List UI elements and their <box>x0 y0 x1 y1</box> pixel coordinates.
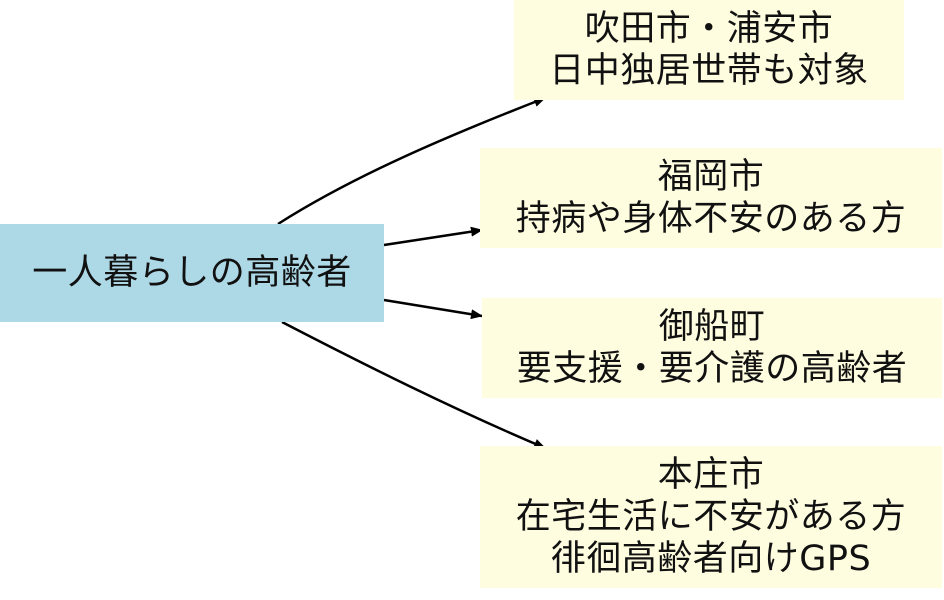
target-node-line: 御船町 <box>658 307 766 347</box>
target-node-line: 吹田市・浦安市 <box>584 9 834 49</box>
edge-to-honjo <box>281 320 546 450</box>
target-node-line: 在宅生活に不安がある方 <box>515 497 907 537</box>
target-node-honjo: 本庄市 在宅生活に不安がある方 徘徊高齢者向けGPS <box>480 446 942 588</box>
target-node-line: 日中独居世帯も対象 <box>549 51 869 91</box>
target-node-line: 持病や身体不安のある方 <box>515 199 907 239</box>
target-node-line: 本庄市 <box>657 455 765 495</box>
target-node-mifune: 御船町 要支援・要介護の高齢者 <box>482 298 942 398</box>
edge-to-suita-urayasu <box>277 96 546 226</box>
edge-to-mifune <box>383 298 483 320</box>
target-node-line: 徘徊高齢者向けGPS <box>550 539 872 579</box>
target-node-line: 福岡市 <box>657 157 765 197</box>
source-node-label: 一人暮らしの高齢者 <box>32 253 352 293</box>
target-node-line: 要支援・要介護の高齢者 <box>516 349 908 389</box>
target-node-fukuoka: 福岡市 持病や身体不安のある方 <box>480 148 942 248</box>
target-node-suita-urayasu: 吹田市・浦安市 日中独居世帯も対象 <box>514 0 904 100</box>
edge-to-fukuoka <box>383 226 483 247</box>
source-node-elderly-living-alone: 一人暮らしの高齢者 <box>0 224 384 322</box>
